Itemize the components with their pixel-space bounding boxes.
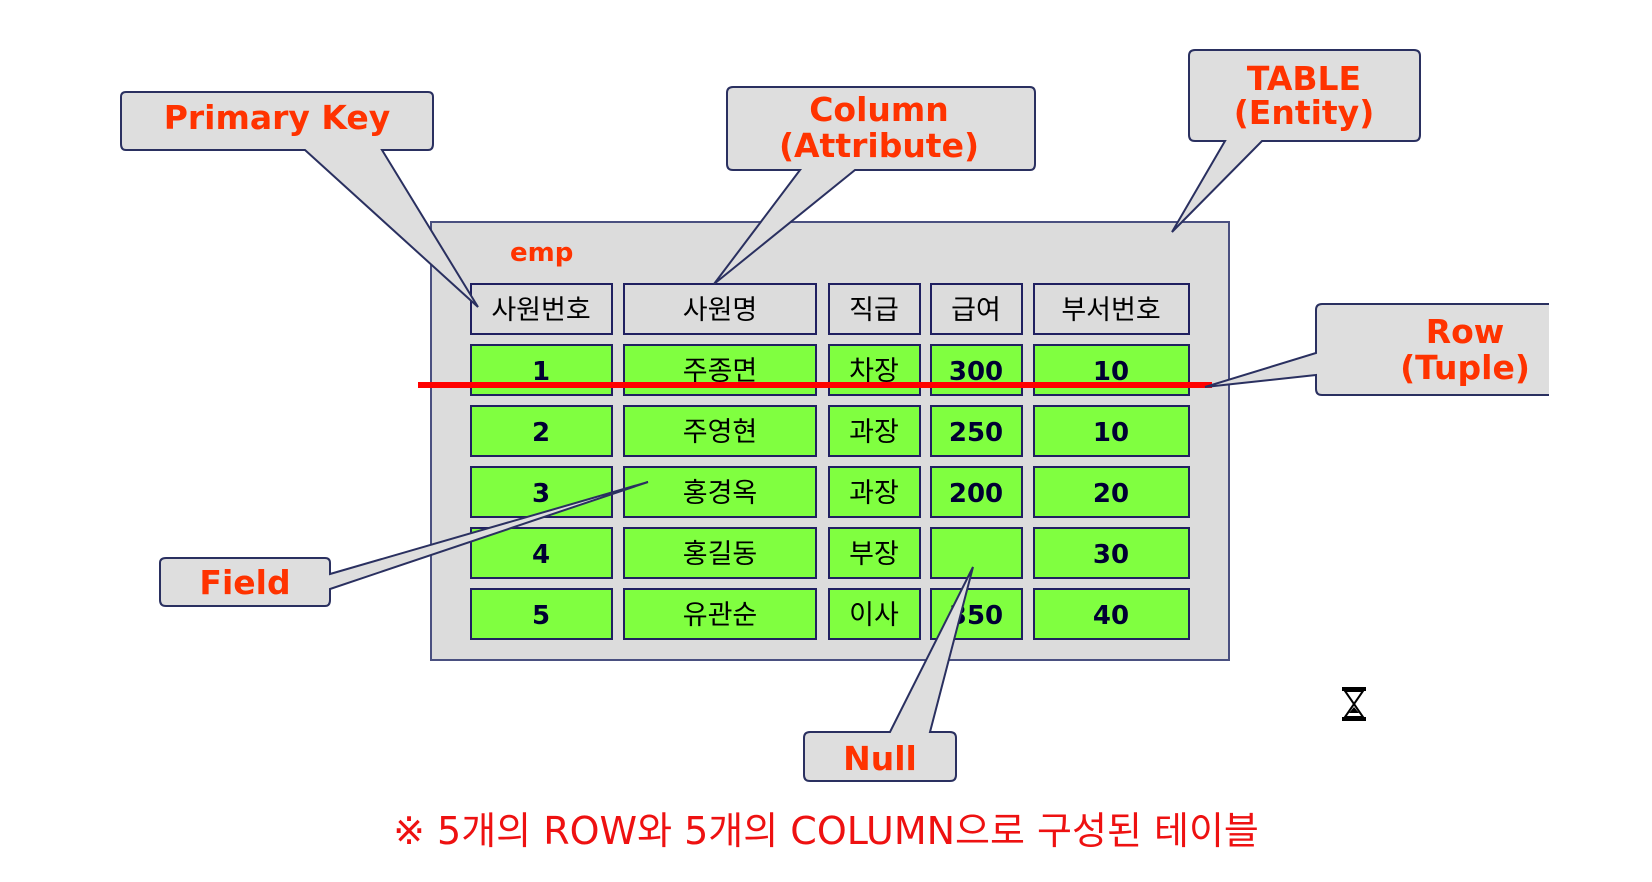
cell-value: 5 <box>532 601 550 631</box>
header-cell <box>930 283 1023 335</box>
table-cell <box>623 588 817 640</box>
header-label: 부서번호 <box>1061 295 1160 326</box>
table-cell <box>623 527 817 579</box>
table-cell <box>623 466 817 518</box>
hourglass-icon <box>1342 687 1366 721</box>
table-cell <box>623 405 817 457</box>
header-label: 급여 <box>951 295 1001 326</box>
table-cell <box>828 466 921 518</box>
table-cell <box>828 527 921 579</box>
cell-value: 홍경옥 <box>683 478 758 509</box>
cell-value: 30 <box>1093 540 1129 570</box>
table-cell <box>930 405 1023 457</box>
header-label: 사원번호 <box>491 295 590 326</box>
table-cell <box>1033 588 1190 640</box>
cell-value: 200 <box>949 479 1003 509</box>
cell-value: 부장 <box>849 539 899 570</box>
cell-value: 4 <box>532 540 550 570</box>
cell-value: 이사 <box>849 600 899 631</box>
column-label-line2: (Attribute) <box>779 126 979 165</box>
table-cell <box>470 527 613 579</box>
diagram-caption: ※ 5개의 ROW와 5개의 COLUMN으로 구성된 테이블 <box>393 809 1259 853</box>
cell-value: 1 <box>532 357 550 387</box>
table-row: 3 홍경옥 과장 200 20 <box>470 466 1190 518</box>
table-cell <box>470 405 613 457</box>
column-label-line1: Column <box>809 90 949 129</box>
row-label-line1: Row <box>1426 312 1505 351</box>
header-label: 직급 <box>849 295 899 326</box>
table-cell <box>470 588 613 640</box>
row-label-line2: (Tuple) <box>1400 348 1530 387</box>
cell-value: 20 <box>1093 479 1129 509</box>
table-cell <box>828 405 921 457</box>
null-label: Null <box>843 739 917 778</box>
cell-value: 차장 <box>849 356 899 387</box>
header-cell <box>623 283 817 335</box>
cell-value: 3 <box>532 479 550 509</box>
table-row: 2 주영현 과장 250 10 <box>470 405 1190 457</box>
primary-key-label: Primary Key <box>164 98 391 137</box>
table-callout <box>1171 49 1421 233</box>
table-label-line2: (Entity) <box>1234 93 1375 132</box>
table-cell <box>1033 466 1190 518</box>
cell-value: 홍길동 <box>683 539 758 570</box>
header-cell <box>470 283 613 335</box>
cell-value: 10 <box>1093 418 1129 448</box>
cell-value: 250 <box>949 418 1003 448</box>
header-cell <box>1033 283 1190 335</box>
table-cell <box>470 466 613 518</box>
cell-value: 2 <box>532 418 550 448</box>
cell-value: 주종면 <box>683 356 758 387</box>
field-callout <box>159 481 649 607</box>
table-cell <box>930 466 1023 518</box>
cell-value: 주영현 <box>683 417 758 448</box>
table-cell <box>1033 527 1190 579</box>
null-callout <box>803 566 974 782</box>
table-label-line1: TABLE <box>1247 59 1361 98</box>
field-label: Field <box>199 563 290 602</box>
column-callout <box>713 86 1036 285</box>
null-cell <box>930 527 1023 579</box>
cell-value: 40 <box>1093 601 1129 631</box>
cell-value: 과장 <box>849 417 899 448</box>
header-cell <box>828 283 921 335</box>
table-name: emp <box>510 238 573 268</box>
table-cell <box>1033 405 1190 457</box>
header-row: 사원번호 사원명 직급 급여 부서번호 <box>470 283 1190 335</box>
cell-value: 과장 <box>849 478 899 509</box>
row-callout <box>1204 303 1549 396</box>
cell-value: 유관순 <box>683 600 758 631</box>
header-label: 사원명 <box>683 295 758 326</box>
primary-key-callout <box>120 91 479 308</box>
table-row: 5 유관순 이사 350 40 <box>470 588 1190 640</box>
table-row: 4 홍길동 부장 30 <box>470 527 1190 579</box>
table-cell <box>828 588 921 640</box>
